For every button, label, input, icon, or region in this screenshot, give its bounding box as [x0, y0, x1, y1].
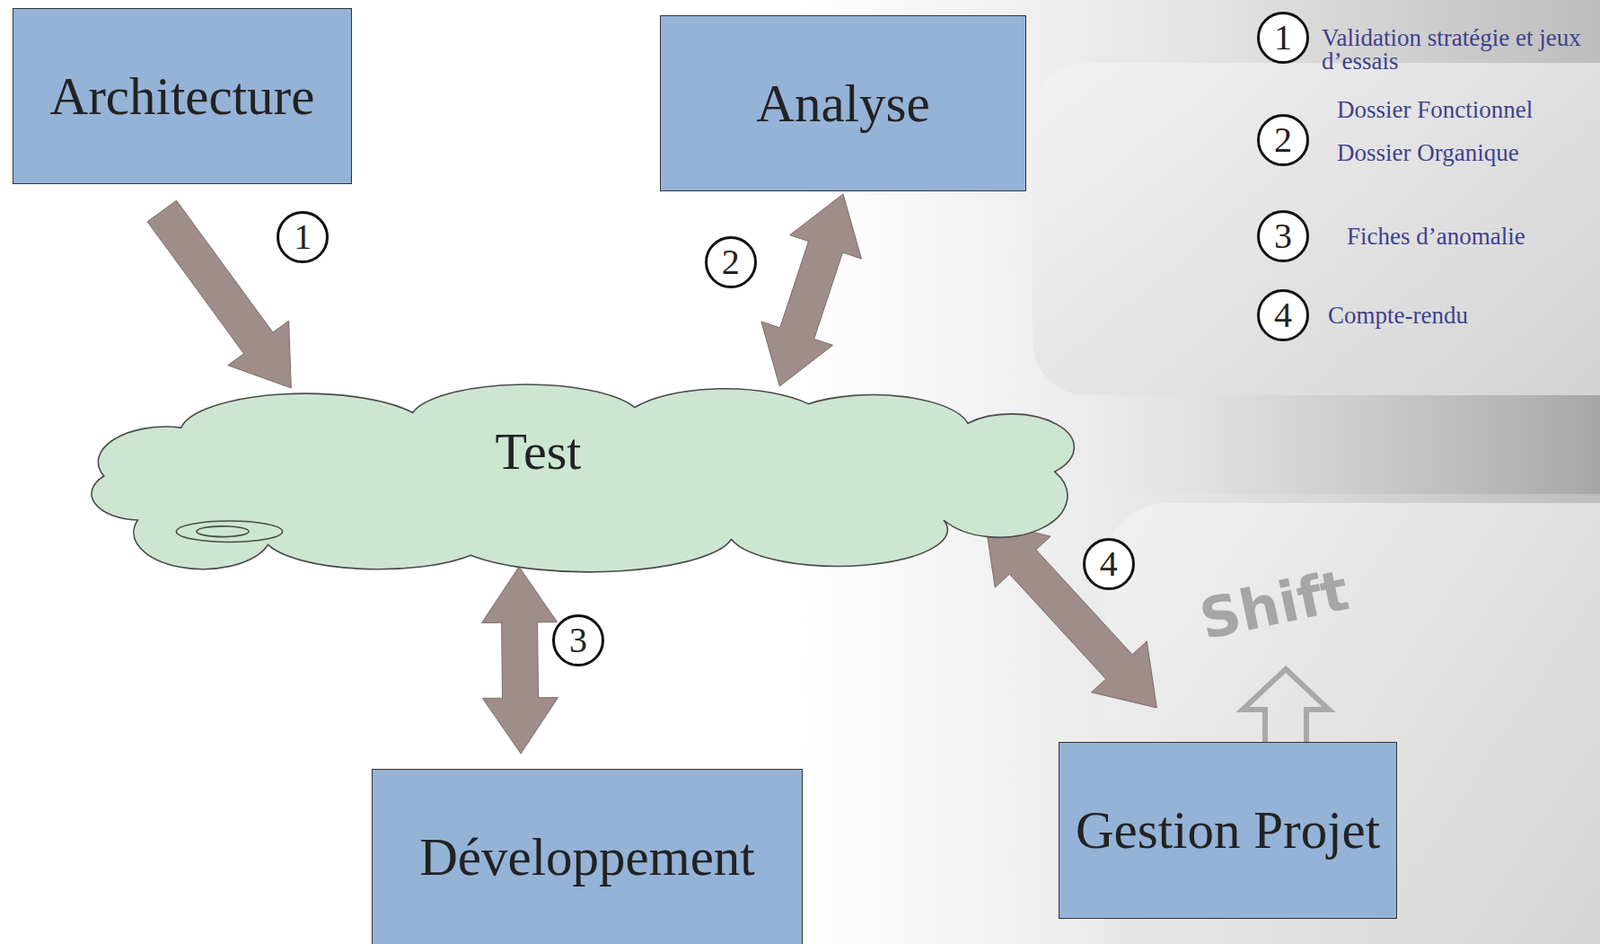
legend-number: 3	[1257, 210, 1310, 263]
block-arrow	[761, 193, 862, 387]
process-box: Architecture	[12, 8, 352, 185]
node-label: Analyse	[756, 74, 930, 133]
block-arrow	[984, 520, 1157, 708]
legend-number: 1	[1257, 11, 1310, 64]
callout-number: 2	[704, 236, 757, 289]
legend-text: Fiches d’anomalie	[1346, 225, 1594, 249]
legend-text: Validation stratégie et jeux d’essais	[1321, 26, 1592, 73]
node-label: Développement	[419, 827, 756, 887]
process-box: Développement	[371, 768, 803, 944]
legend-text: Compte-rendu	[1327, 304, 1589, 328]
block-arrow	[147, 200, 291, 388]
legend-number: 4	[1257, 289, 1310, 342]
legend-text: Dossier Organique	[1336, 141, 1593, 166]
callout-number: 3	[552, 614, 605, 667]
legend-number: 2	[1257, 114, 1310, 167]
legend-text: Dossier Fonctionnel	[1336, 98, 1593, 123]
node-label: Gestion Projet	[1075, 800, 1381, 860]
cloud-shape: Test	[94, 387, 1060, 564]
callout-number: 4	[1082, 537, 1135, 590]
process-box: Analyse	[659, 15, 1027, 192]
callout-number: 1	[276, 210, 329, 264]
node-label: Architecture	[50, 67, 316, 126]
node-label: Test	[495, 422, 582, 481]
process-box: Gestion Projet	[1058, 741, 1398, 919]
block-arrow	[482, 566, 559, 754]
